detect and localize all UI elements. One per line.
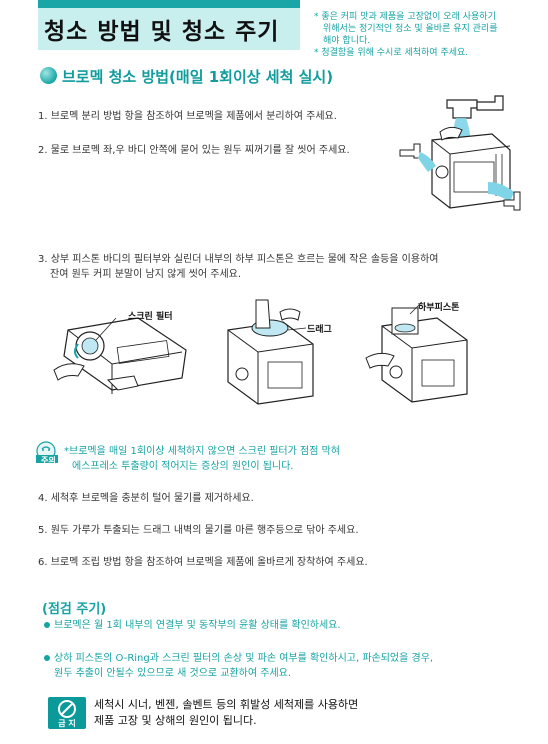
caution-icon [36,441,58,463]
step-1: 1. 브로멕 분리 방법 항을 참조하여 브로멕을 제품에서 분리하여 주세요. [38,111,337,122]
inspection-item-2-cont: 원두 추출이 안될수 있으므로 새 것으로 교환하여 주세요. [54,668,292,679]
caution-line2: 에스프레소 투출량이 적어지는 증상의 원인이 됩니다. [72,461,294,472]
prohibition-icon: 금 지 [48,697,86,729]
bullet-icon [44,622,50,628]
section-bullet-icon [40,67,57,84]
header-top-bar [38,0,300,8]
inspection-item-2: 상하 피스톤의 O-Ring과 스크린 필터의 손상 및 파손 여부를 확인하시… [44,649,433,664]
page-title: 청소 방법 및 청소 주기 [44,19,280,45]
prohibition-line1: 세척시 시너, 벤젠, 솔벤트 등의 휘발성 세척제를 사용하면 [94,698,359,711]
lower-piston-illustration [365,301,468,403]
step-4: 4. 세척후 브로멕을 충분히 털어 물기를 제거하세요. [38,493,254,504]
step-3-line2: 잔여 원두 커피 분말이 남지 않게 씻어 주세요. [50,269,242,280]
note-line: * 좋은 커피 맛과 제품을 고장없이 오래 사용하기 [314,12,496,22]
label-lower-piston: 하부피스톤 [418,303,460,313]
inspection-item-1: 브로멕은 월 1회 내부의 연결부 및 동작부의 윤활 상태를 확인하세요. [44,616,341,631]
section-title-main: 브로멕 청소 방법 [62,68,170,86]
step-3-line1: 3. 상부 피스톤 바디의 필터부와 실린더 내부의 하부 피스톤은 흐르는 물… [38,254,439,265]
inspection-title: (점검 주기) [42,602,107,617]
step-6: 6. 브로멕 조립 방법 항을 참조하여 브로멕을 제품에 올바르게 장착하여 … [38,557,368,568]
section-title-sub: (매일 1회이상 세척 실시) [169,68,334,86]
inspection-item-2-text: 상하 피스톤의 O-Ring과 스크린 필터의 손상 및 파손 여부를 확인하시… [54,653,434,664]
inspection-item-1-text: 브로멕은 월 1회 내부의 연결부 및 동작부의 윤활 상태를 확인하세요. [54,620,341,631]
step-5: 5. 원두 가루가 투출되는 드래그 내벽의 물기를 마른 행주등으로 닦아 주… [38,525,359,536]
bullet-icon [44,655,50,661]
prohibition-text: 세척시 시너, 벤젠, 솔벤트 등의 휘발성 세척제를 사용하면 제품 고장 및… [94,697,358,729]
title-box [38,8,300,50]
note-line: 해야 합니다. [323,36,371,46]
label-drag: 드래그 [307,325,332,335]
no-symbol-icon [58,700,76,718]
prohibition-line2: 제품 고장 및 상해의 원인이 됩니다. [94,714,257,727]
header-notes: * 좋은 커피 맛과 제품을 고장없이 오래 사용하기 위해서는 정기적인 청소… [314,11,534,59]
note-line: 위해서는 정기적인 청소 및 올바른 유지 관리를 [323,24,498,34]
brewer-washing-illustration [399,95,521,211]
screen-filter-illustration [53,317,187,394]
drag-illustration [227,299,314,405]
section-title: 브로멕 청소 방법(매일 1회이상 세척 실시) [62,66,333,87]
step-2: 2. 물로 브로멕 좌,우 바디 안쪽에 묻어 있는 원두 찌꺼기를 잘 씻어 … [38,145,350,156]
caution-icon-label: 주의 [41,456,56,465]
prohibition-icon-label: 금 지 [58,719,76,728]
note-line: * 청결함을 위해 수시로 세척하여 주세요. [314,48,469,58]
label-screen-filter: 스크린 필터 [128,312,173,322]
caution-line1: *브로멕을 매일 1회이상 세척하지 않으면 스크린 필터가 점점 막혀 [64,446,340,457]
